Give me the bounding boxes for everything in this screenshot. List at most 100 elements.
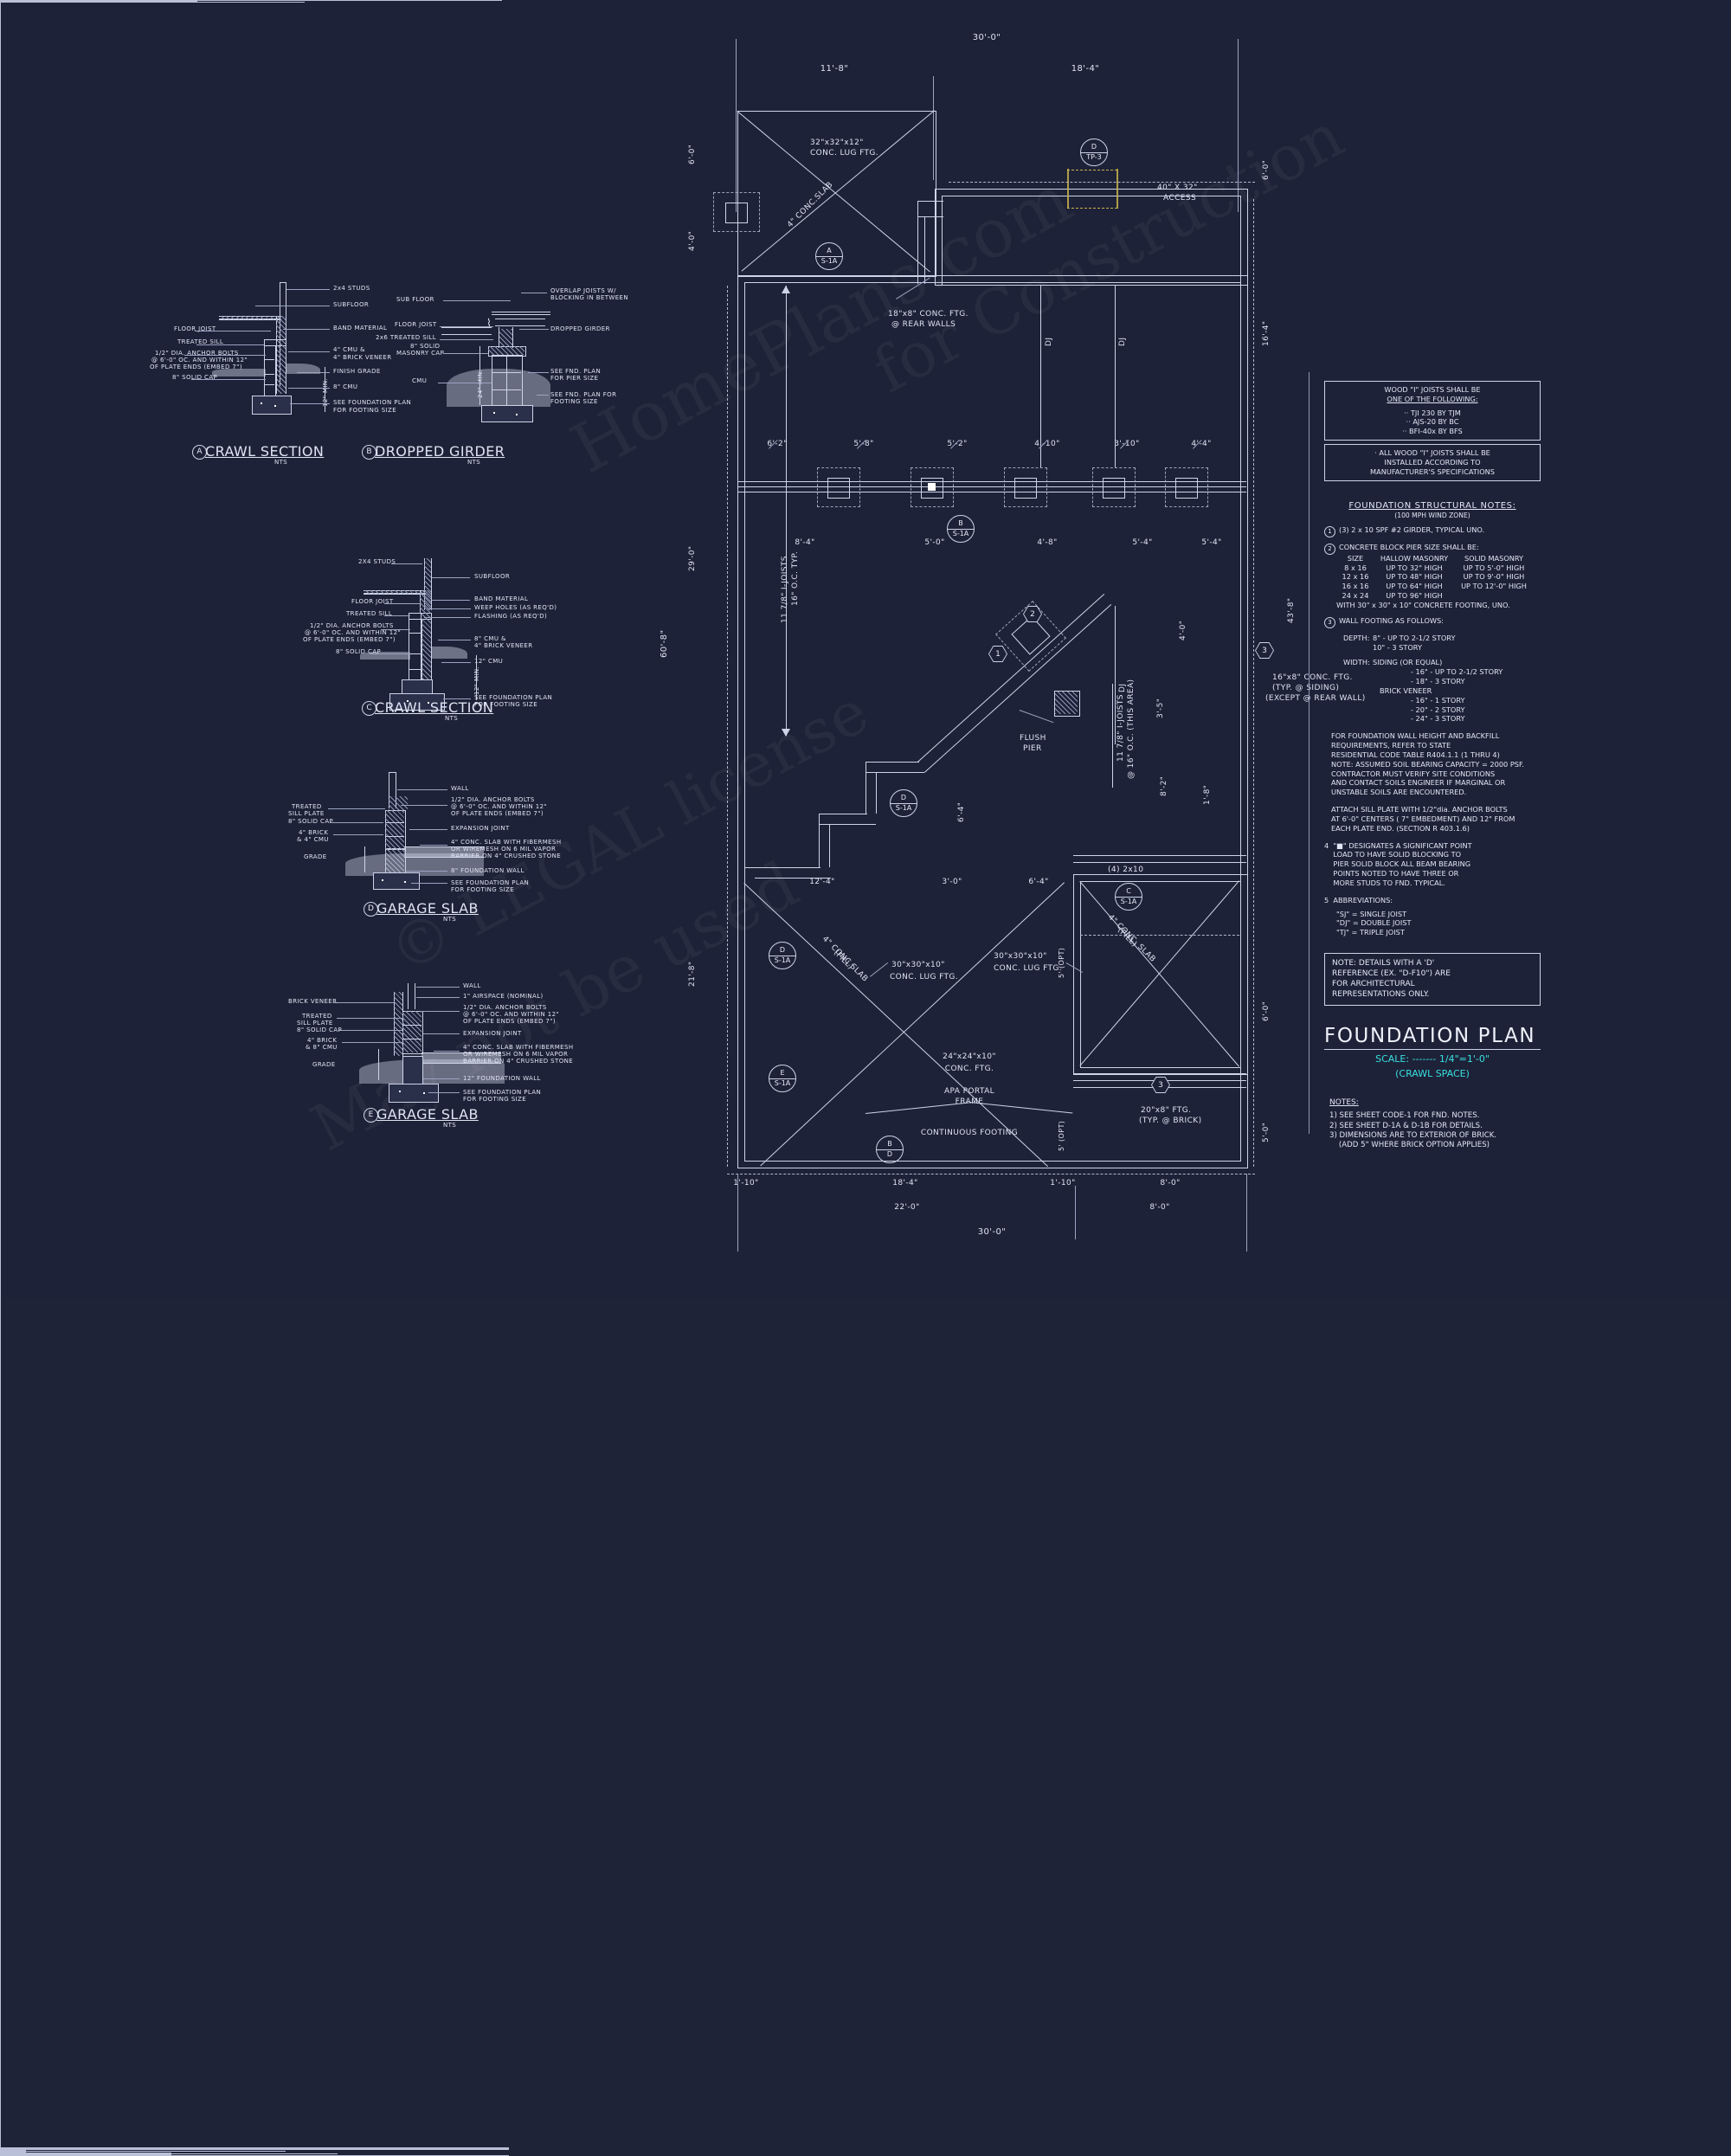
depth-row-0: 8" - UP TO 2-1/2 STORY bbox=[1373, 633, 1456, 642]
detail-e-label-grade: GRADE bbox=[312, 1061, 336, 1068]
wood-joist-line2: ONE OF THE FOLLOWING: bbox=[1387, 394, 1478, 403]
detail-d-label-expj: EXPANSION JOINT bbox=[451, 825, 510, 832]
detail-b-label-sill: 2x6 TREATED SILL bbox=[376, 334, 437, 341]
callout-brick-ftg: 20"x8" FTG. bbox=[1141, 1106, 1192, 1115]
detail-a-label-band: BAND MATERIAL bbox=[333, 325, 388, 331]
detail-d-title: GARAGE SLAB bbox=[376, 900, 479, 917]
dim-left-4: 21'-8" bbox=[688, 961, 697, 987]
plan-exterior-wall-inner bbox=[744, 282, 1241, 1162]
structural-item-2: CONCRETE BLOCK PIER SIZE SHALL BE: bbox=[1339, 542, 1479, 551]
depth-label: DEPTH: bbox=[1343, 633, 1370, 642]
detail-c-label-sill: TREATED SILL bbox=[346, 610, 393, 617]
item4-0: 4 "■" DESIGNATES A SIGNIFICANT POINT bbox=[1324, 840, 1472, 850]
detail-d-label-wall: WALL bbox=[451, 785, 469, 792]
callout-conc-ftg-sub: CONC. FTG. bbox=[944, 1065, 994, 1073]
pier-r1c2: UP TO 9'-0" HIGH bbox=[1463, 572, 1525, 582]
ref-bubble-a-s1a[interactable]: A S-1A bbox=[815, 242, 843, 270]
d-note-0: NOTE: DETAILS WITH A 'D' bbox=[1332, 958, 1435, 968]
ref-bubble-b-top: B bbox=[958, 519, 963, 528]
label-pier: PIER bbox=[1023, 744, 1042, 753]
title-note-1: 2) SEE SHEET D-1A & D-1B FOR DETAILS. bbox=[1329, 1121, 1483, 1130]
keynote-hex-1-label: 1 bbox=[995, 649, 1001, 659]
ref-bubble-d-mid[interactable]: D S-1A bbox=[890, 789, 917, 817]
item4-4: MORE STUDS TO FND. TYPICAL. bbox=[1324, 878, 1445, 887]
para1-5: AND CONTACT SOILS ENGINEER IF MARGINAL O… bbox=[1331, 778, 1506, 788]
structural-notes-header: FOUNDATION STRUCTURAL NOTES: bbox=[1348, 500, 1516, 511]
pier-r2c2: UP TO 12'-0" HIGH bbox=[1461, 582, 1527, 591]
detail-e-label-cap: 8" SOLID CAP bbox=[297, 1027, 343, 1033]
width-siding-1: - 18" - 3 STORY bbox=[1411, 677, 1465, 686]
note-num-2: 2 bbox=[1324, 543, 1335, 555]
plan-upper-left-pad bbox=[737, 111, 936, 277]
ref-bubble-d-top: D bbox=[900, 794, 907, 802]
detail-d-label-ab2: @ 6'-0" OC. AND WITHIN 12" bbox=[451, 803, 548, 810]
detail-b-label-pier2: FOR PIER SIZE bbox=[550, 375, 599, 382]
ref-bubble-d-lower[interactable]: D S-1A bbox=[769, 942, 796, 969]
label-dj-1: DJ bbox=[1045, 337, 1053, 346]
title-note-0: 1) SEE SHEET CODE-1 FOR FND. NOTES. bbox=[1329, 1111, 1480, 1121]
label-flush: FLUSH bbox=[1020, 734, 1046, 743]
detail-a-key: A bbox=[192, 445, 207, 460]
pier-r0c0: 8 x 16 bbox=[1344, 563, 1367, 572]
pier-row: 8 x 16 UP TO 32" HIGH UP TO 5'-0" HIGH bbox=[1336, 563, 1541, 573]
detail-d-label-ab1: 1/2" DIA. ANCHOR BOLTS bbox=[451, 796, 535, 803]
detail-c-label-band: BAND MATERIAL bbox=[474, 595, 529, 602]
dim-bot-r1-3: 1'-10" bbox=[1050, 1179, 1076, 1187]
detail-c-label-studs: 2X4 STUDS bbox=[358, 558, 396, 565]
pier-row: 12 x 16 UP TO 48" HIGH UP TO 9'-0" HIGH bbox=[1336, 572, 1541, 582]
ref-bubble-b-s1a[interactable]: B S-1A bbox=[947, 515, 975, 543]
depth-row-1: 10" - 3 STORY bbox=[1373, 642, 1422, 652]
pier-r3c0: 24 x 24 bbox=[1342, 591, 1369, 601]
d-reference-note-box: NOTE: DETAILS WITH A 'D' REFERENCE (EX. … bbox=[1324, 952, 1541, 1007]
detail-e-label-treated: TREATED bbox=[302, 1013, 332, 1020]
label-apa-portal: APA PORTAL bbox=[943, 1087, 995, 1096]
keynote-hex-2[interactable]: 2 bbox=[1023, 606, 1042, 622]
dim-int-5: 1'-8" bbox=[1203, 784, 1212, 805]
wood-joist-foot-1: INSTALLED ACCORDING TO bbox=[1384, 457, 1481, 467]
detail-e-label-airspace: 1" AIRSPACE (NOMINAL) bbox=[463, 993, 544, 1000]
detail-a-label-joist: FLOOR JOIST bbox=[174, 325, 216, 332]
dim-left-1: 6'-0" bbox=[688, 144, 697, 164]
detail-a-label-ab2: @ 6'-0" OC. AND WITHIN 12" bbox=[151, 357, 248, 364]
notes-panel: WOOD "I" JOISTS SHALL BE ONE OF THE FOLL… bbox=[1324, 381, 1541, 1151]
callout-lug-3: 30"x30"x10" bbox=[994, 952, 1047, 961]
para1-2: RESIDENTIAL CODE TABLE R404.1.1 (1 THRU … bbox=[1331, 750, 1500, 759]
pier-row: 24 x 24 UP TO 96" HIGH bbox=[1336, 591, 1541, 601]
ref-bubble-c[interactable]: C S-1A bbox=[1115, 883, 1142, 911]
label-access: ACCESS bbox=[1163, 194, 1197, 203]
dim-bot-r1-2: 18'-4" bbox=[892, 1179, 918, 1187]
detail-a-label-cmu: 4" CMU & bbox=[333, 346, 365, 353]
detail-e-label-slab2: OR WIREMESH ON 6 MIL VAPOR bbox=[463, 1051, 569, 1058]
dim-mid-5: 5'-4" bbox=[1201, 538, 1222, 547]
detail-d-label-slab3: BARRIER ON 4" CRUSHED STONE bbox=[451, 853, 562, 859]
callout-lug-1: 32"x32"x12" bbox=[810, 138, 864, 147]
dim-int-1: 6'-4" bbox=[957, 801, 966, 822]
ref-bubble-d-tp3[interactable]: D TP-3 bbox=[1080, 138, 1108, 166]
drawing-sheet: HomePlans.com for Construction May not b… bbox=[0, 0, 1541, 2156]
dim-top-seg2: 18'-4" bbox=[1071, 64, 1100, 74]
detail-c-label-ab1: 1/2" DIA. ANCHOR BOLTS bbox=[310, 622, 394, 629]
ref-bubble-b-d[interactable]: B D bbox=[876, 1136, 904, 1163]
pier-r2c0: 16 x 16 bbox=[1342, 582, 1369, 591]
item4-2: PIER SOLID BLOCK ALL BEAM BEARING bbox=[1324, 859, 1471, 869]
plan-right-wing-inner bbox=[942, 196, 1241, 286]
width-siding-0: - 16" - UP TO 2-1/2 STORY bbox=[1411, 667, 1503, 677]
detail-c-label-12cmu: 12" CMU bbox=[474, 658, 504, 665]
keynote-hex-4[interactable]: 3 bbox=[1151, 1077, 1170, 1093]
detail-d-label-sillplate: SILL PLATE bbox=[288, 810, 325, 817]
item4-1: LOAD TO HAVE SOLID BLOCKING TO bbox=[1324, 850, 1462, 859]
detail-a-label-grade: FINISH GRADE bbox=[333, 368, 381, 375]
detail-e-label-ab3: OF PLATE ENDS (EMBED 7") bbox=[463, 1018, 556, 1025]
callout-lug-2-sub: CONC. LUG FTG. bbox=[890, 973, 959, 981]
detail-e-scale: NTS bbox=[443, 1122, 457, 1129]
detail-e-label-expj: EXPANSION JOINT bbox=[463, 1030, 522, 1037]
dim-bot-overall: 30'-0" bbox=[977, 1227, 1007, 1237]
keynote-hex-1[interactable]: 1 bbox=[988, 646, 1007, 662]
ref-bubble-e[interactable]: E S-1A bbox=[769, 1065, 796, 1092]
ref-bubble-bd-bottom: D bbox=[886, 1149, 893, 1158]
keynote-hex-3[interactable]: 3 bbox=[1255, 642, 1274, 659]
dim-mid-4: 5'-4" bbox=[1132, 538, 1153, 547]
detail-b-label-cap1: 8" SOLID bbox=[410, 343, 441, 350]
dim-right-5: 5'-0" bbox=[1262, 1122, 1271, 1142]
detail-a-label-subfloor: SUBFLOOR bbox=[333, 301, 370, 308]
